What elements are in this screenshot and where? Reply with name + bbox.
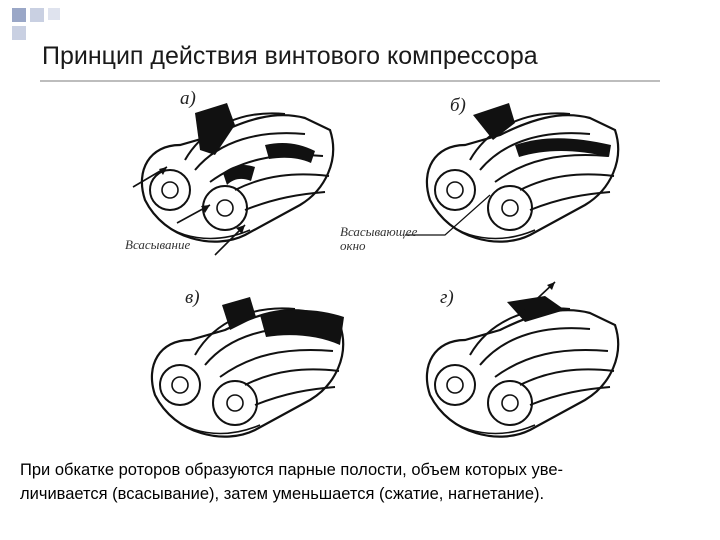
panel-letter-c: в): [185, 287, 200, 308]
suction-window-label: Всасывающее окно: [340, 225, 417, 253]
suction-window-line2: окно: [340, 238, 366, 253]
panel-letter-b: б): [450, 95, 466, 116]
rotor-figure-c: [150, 297, 345, 438]
caption-text: При обкатке роторов образуются парные по…: [20, 461, 563, 503]
rotor-figure-a: [132, 103, 335, 256]
rotor-figure-b: [405, 103, 620, 243]
rotor-figure-d: [425, 281, 620, 438]
corner-decoration: [12, 8, 60, 40]
suction-label: Всасывание: [125, 237, 191, 252]
panel-letter-d: г): [440, 287, 454, 308]
slide-title: Принцип действия винтового компрессора: [42, 42, 538, 70]
panel-letter-a: а): [180, 88, 196, 109]
suction-window-line1: Всасывающее: [340, 224, 418, 239]
title-divider: [40, 80, 660, 82]
